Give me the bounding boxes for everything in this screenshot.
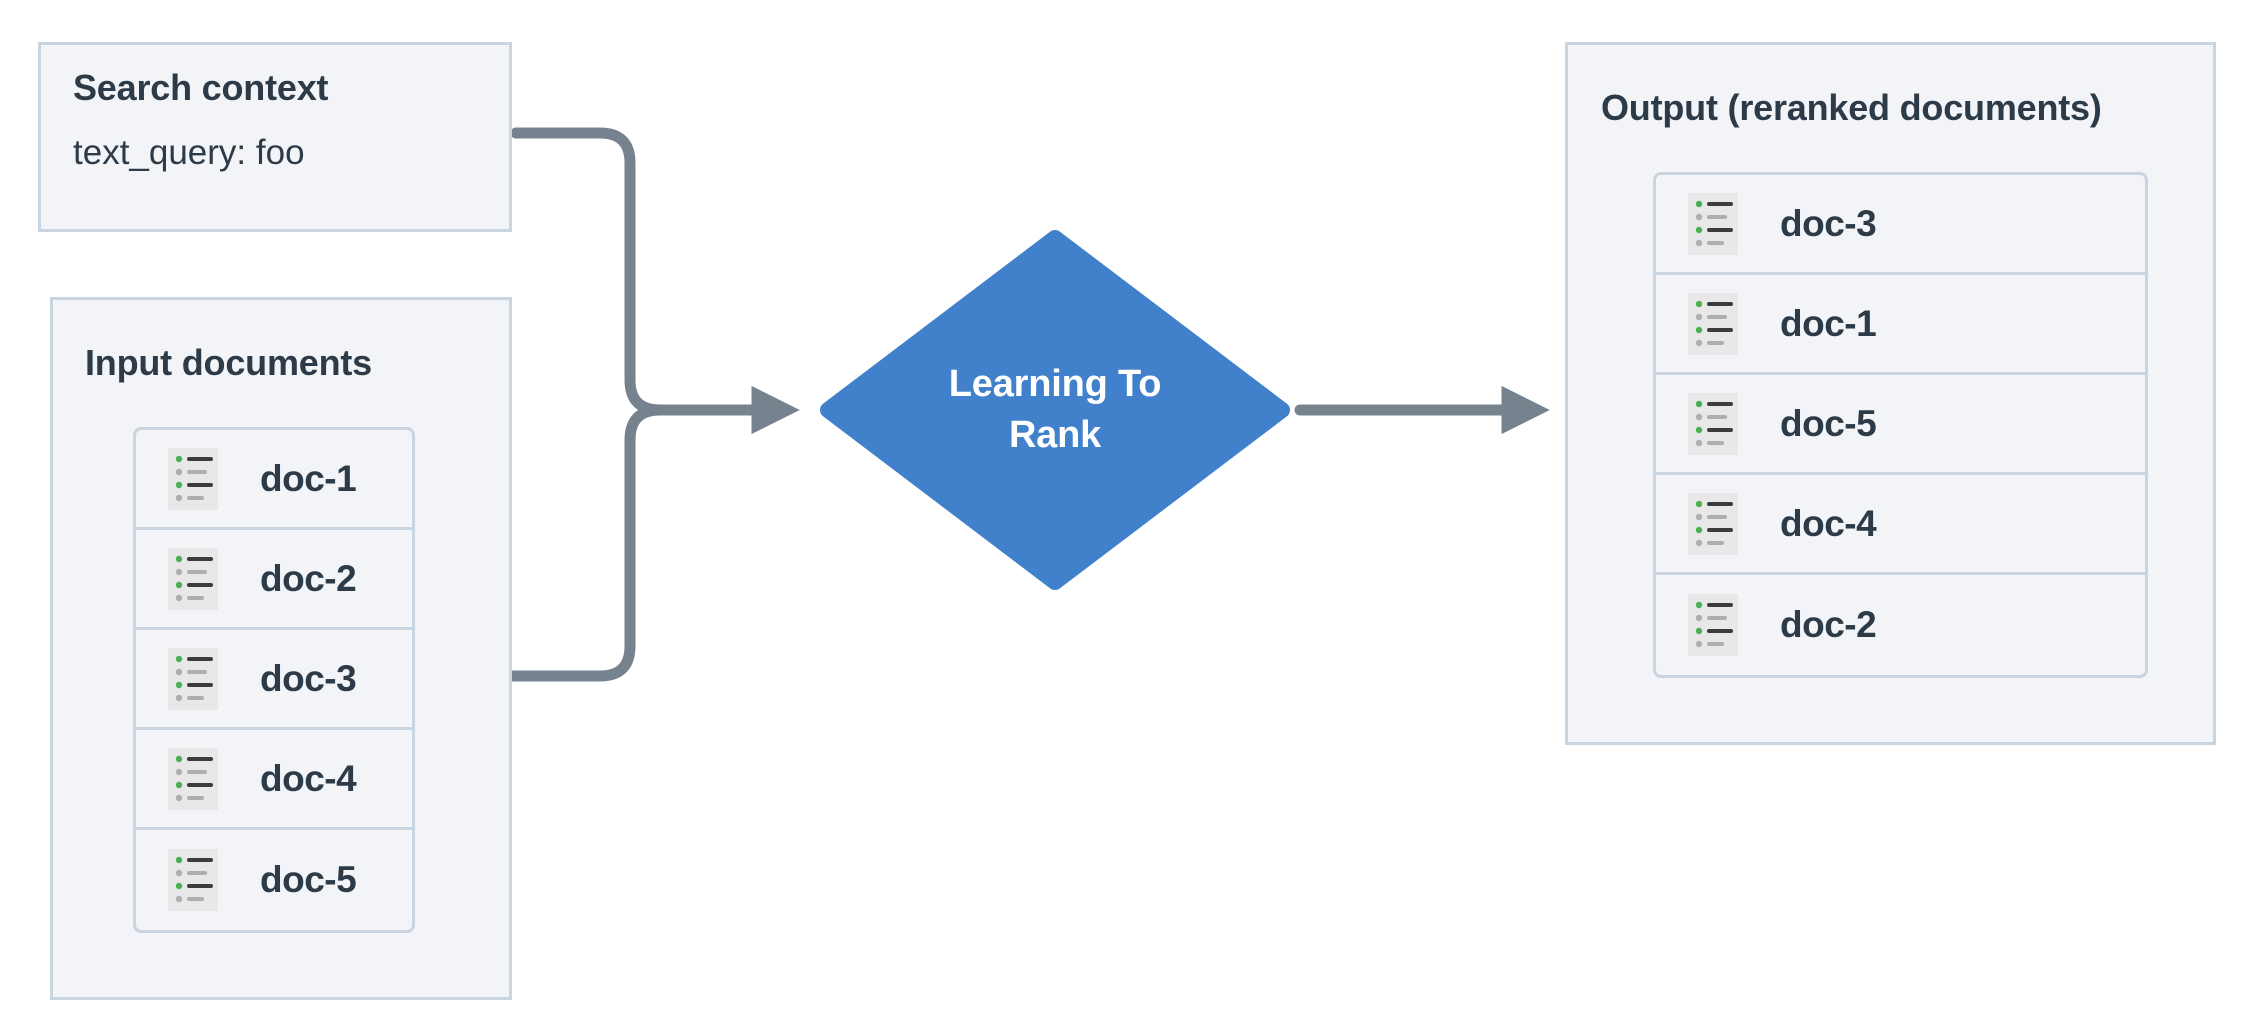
document-list-icon: [1688, 594, 1738, 656]
document-row-label: doc-3: [1780, 202, 1877, 244]
document-list-icon: [1688, 192, 1738, 255]
document-list-icon: [1688, 292, 1738, 355]
document-list-icon: [168, 547, 218, 610]
document-row[interactable]: doc-5: [1656, 375, 2145, 475]
document-row[interactable]: doc-4: [1656, 475, 2145, 575]
document-row-label: doc-4: [260, 757, 357, 799]
document-row[interactable]: doc-4: [136, 730, 412, 830]
document-row-label: doc-2: [260, 557, 357, 599]
document-row-label: doc-1: [1780, 302, 1877, 344]
document-row[interactable]: doc-1: [136, 430, 412, 530]
document-list-icon: [168, 747, 218, 810]
document-row[interactable]: doc-3: [1656, 175, 2145, 275]
learning-to-rank-node[interactable]: Learning To Rank: [820, 230, 1290, 590]
document-row-label: doc-5: [260, 859, 357, 900]
document-row[interactable]: doc-1: [1656, 275, 2145, 375]
document-row-label: doc-4: [1780, 502, 1877, 544]
connector-input-documents-to-ltr: [506, 404, 666, 682]
output-documents-title: Output (reranked documents): [1601, 87, 2102, 128]
document-row[interactable]: doc-2: [136, 530, 412, 630]
output-document-list: doc-3 doc-1 doc-5 doc-4 doc-2: [1653, 172, 2148, 678]
search-context-text-query: text_query: foo: [73, 133, 305, 172]
document-row[interactable]: doc-3: [136, 630, 412, 730]
diamond-shape: [820, 230, 1290, 590]
input-document-list: doc-1 doc-2 doc-3 doc-4 doc-5: [133, 427, 415, 933]
document-row-label: doc-2: [1780, 604, 1877, 645]
document-row[interactable]: doc-2: [1656, 575, 2145, 675]
search-context-panel: Search context text_query: foo: [38, 42, 512, 232]
document-list-icon: [1688, 492, 1738, 555]
document-row[interactable]: doc-5: [136, 830, 412, 930]
document-row-label: doc-5: [1780, 402, 1877, 444]
document-row-label: doc-3: [260, 657, 357, 699]
input-documents-title: Input documents: [85, 342, 372, 383]
document-list-icon: [168, 849, 218, 911]
document-list-icon: [168, 447, 218, 510]
connector-search-context-to-ltr: [510, 127, 666, 416]
document-row-label: doc-1: [260, 457, 357, 499]
search-context-title: Search context: [73, 67, 329, 108]
document-list-icon: [168, 647, 218, 710]
document-list-icon: [1688, 392, 1738, 455]
